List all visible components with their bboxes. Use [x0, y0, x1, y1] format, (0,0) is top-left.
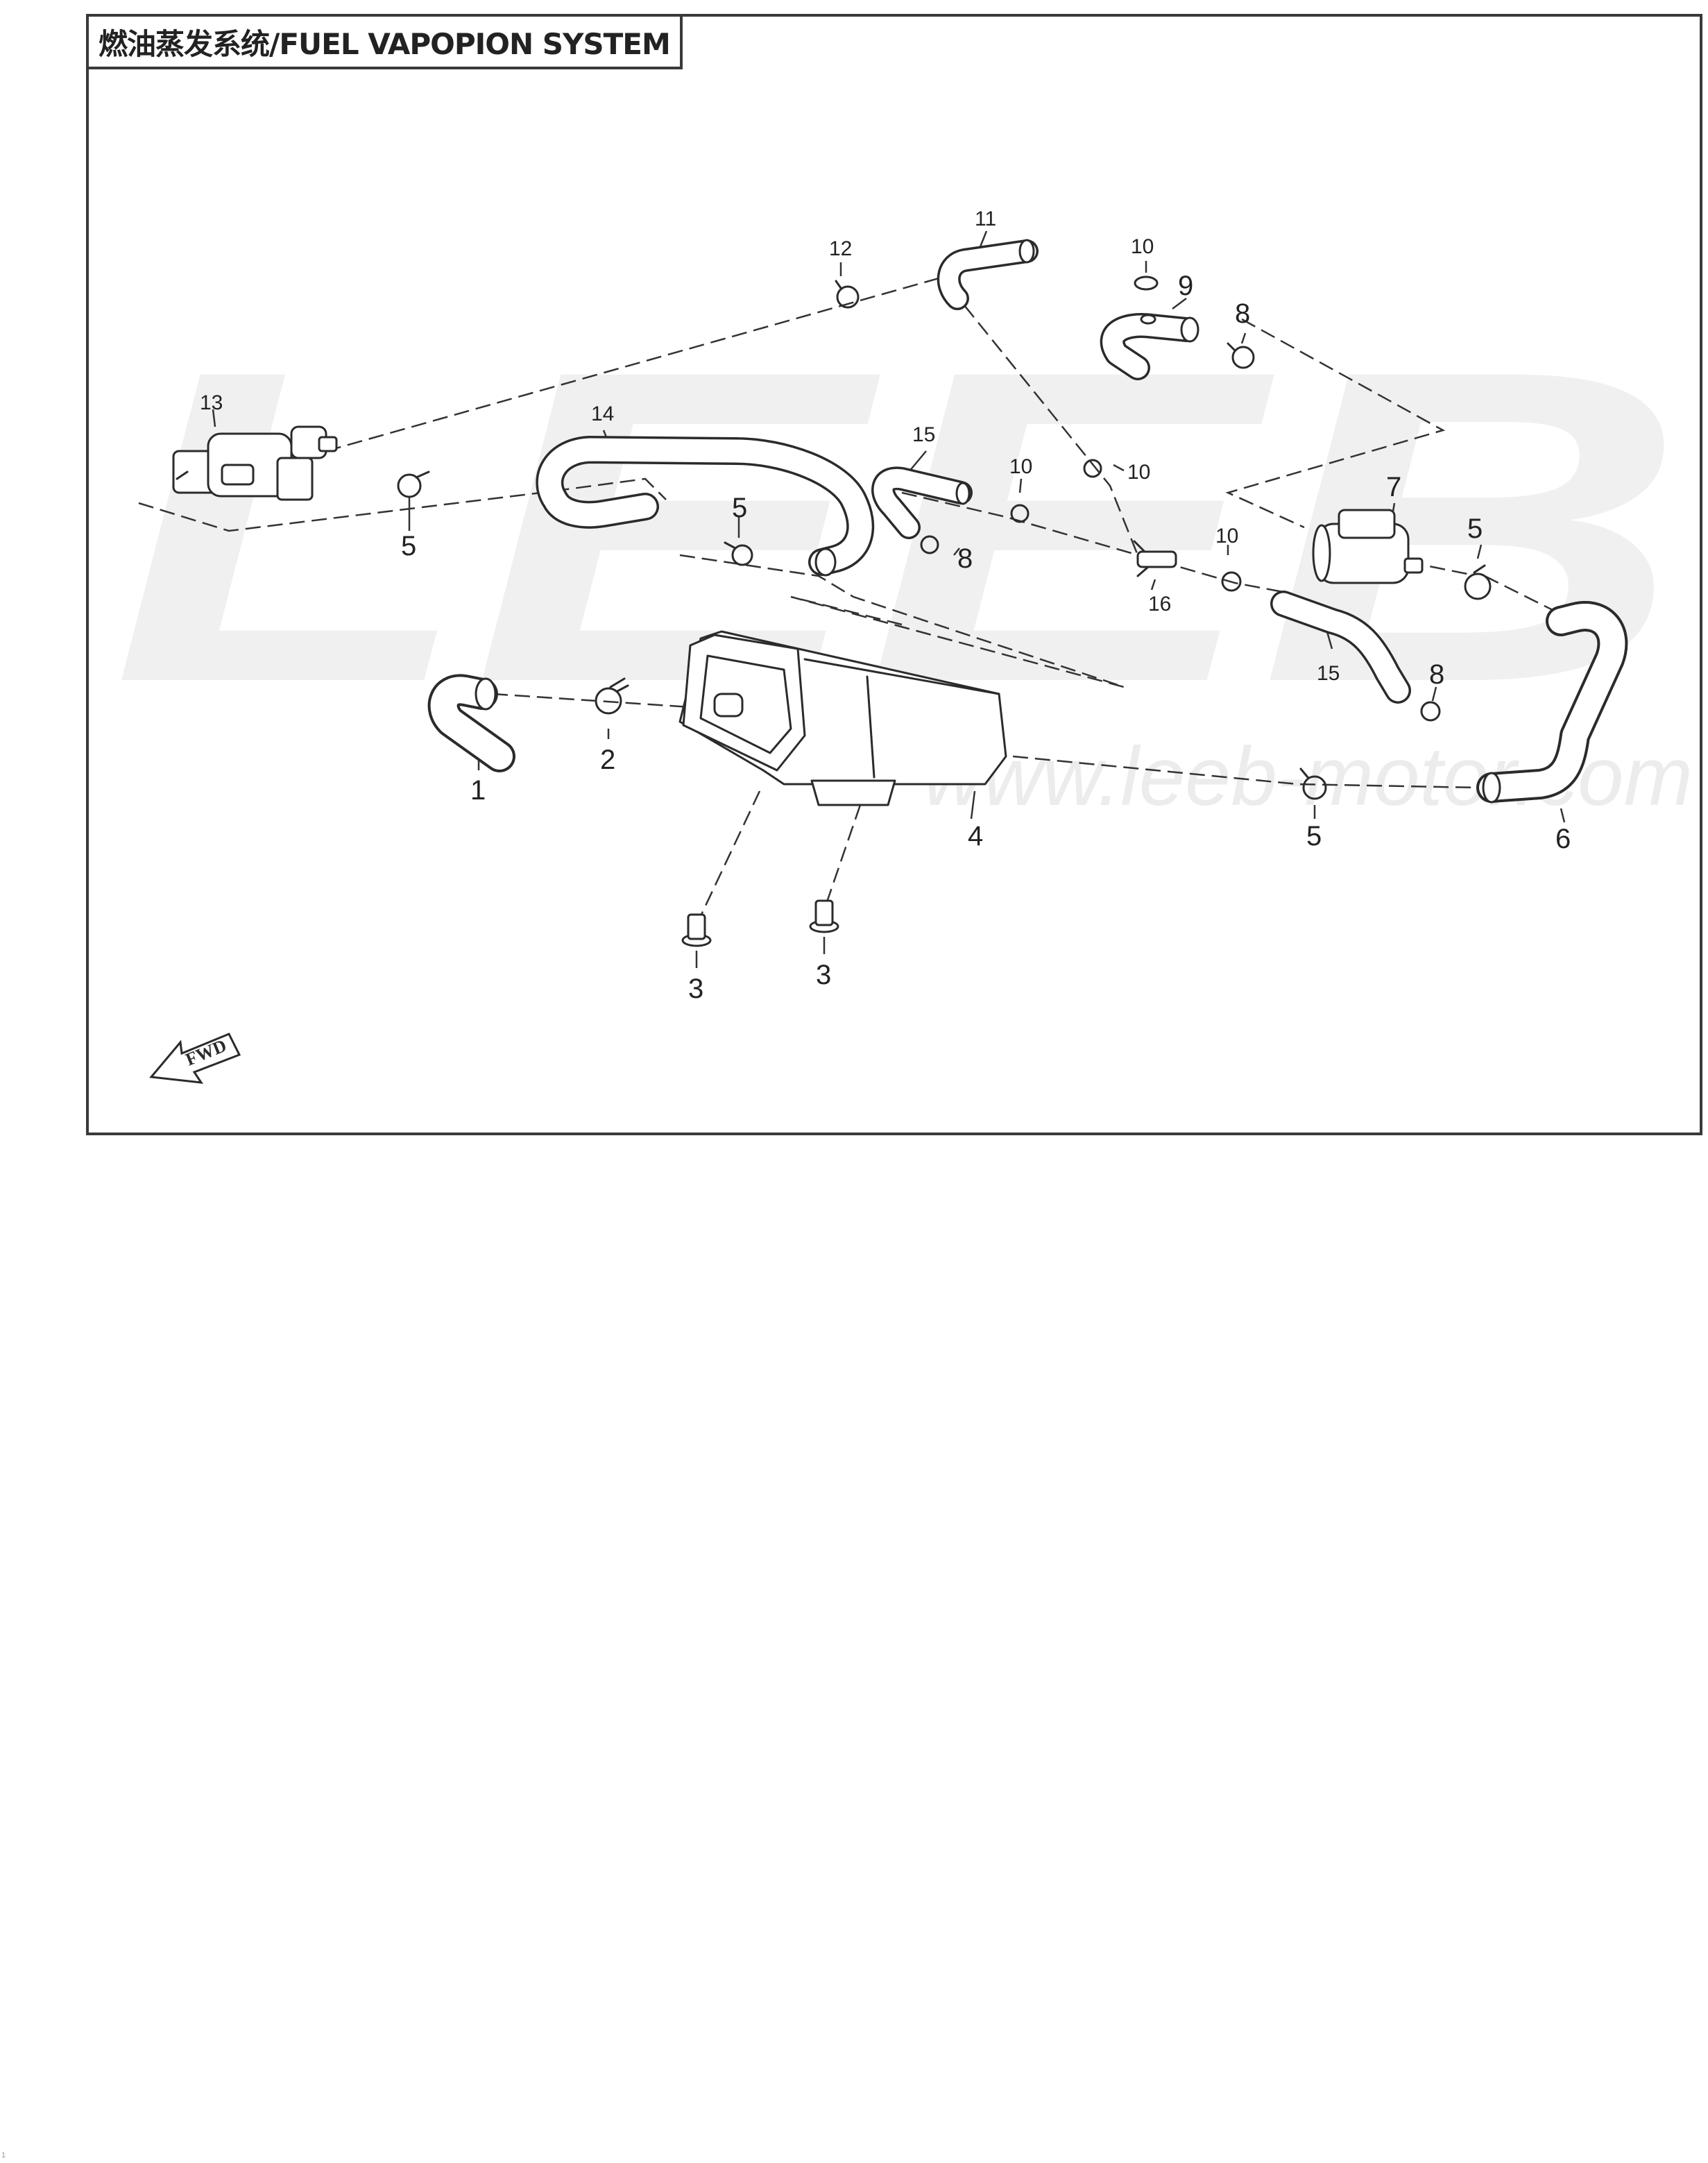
clamp-5d — [1299, 767, 1327, 800]
hose-1 — [427, 674, 515, 772]
callout-13: 13 — [200, 391, 223, 414]
parts — [172, 239, 1628, 947]
callout-5b: 5 — [732, 493, 747, 523]
callout-8a: 8 — [1235, 298, 1250, 329]
callout-3a: 3 — [688, 974, 703, 1004]
callout-8c: 8 — [1429, 659, 1444, 690]
assembly-lines — [138, 266, 1582, 917]
callout-12: 12 — [829, 237, 852, 260]
fwd-arrow-icon: FWD — [149, 1033, 241, 1084]
line-4-to-screw-a — [699, 790, 761, 917]
screw-3a — [681, 913, 712, 947]
clamp-12 — [835, 280, 860, 309]
callout-5a: 5 — [401, 531, 416, 561]
page-number: 1 — [1, 2151, 6, 2160]
callout-14: 14 — [591, 402, 614, 425]
callout-10b: 10 — [1127, 461, 1150, 484]
callout-7: 7 — [1386, 472, 1401, 502]
callout-4: 4 — [968, 821, 983, 851]
callout-2: 2 — [600, 745, 615, 775]
callout-10d: 10 — [1215, 525, 1238, 548]
line-14-lower — [679, 554, 1125, 688]
callout-9: 9 — [1178, 271, 1193, 301]
clamp-2 — [595, 677, 629, 715]
line-4-to-6 — [1012, 755, 1478, 789]
line-15-chain — [901, 491, 1291, 595]
clamp-8a — [1227, 342, 1255, 369]
screw-3b — [809, 899, 839, 933]
line-1-to-4 — [492, 693, 701, 709]
hose-11 — [937, 239, 1039, 310]
hose-15-upper — [871, 466, 973, 539]
callout-3b: 3 — [816, 960, 831, 990]
clamp-5a — [397, 470, 430, 498]
callout-10a: 10 — [1131, 235, 1154, 258]
line-8-to-7 — [1225, 318, 1446, 529]
canister-4 — [678, 630, 1007, 806]
clamp-5c — [1464, 564, 1492, 600]
callout-6: 6 — [1555, 824, 1571, 854]
line-11-to-16 — [964, 305, 1139, 556]
callout-15a: 15 — [912, 423, 935, 446]
check-valve-7 — [1312, 509, 1424, 584]
callout-5d: 5 — [1306, 821, 1322, 851]
line-4-to-screw-b — [821, 804, 862, 917]
callout-16: 16 — [1148, 593, 1171, 616]
clamp-10a — [1134, 275, 1159, 291]
clamp-5b — [724, 541, 753, 566]
leader-lines — [212, 230, 1566, 968]
purge-valve-13 — [172, 425, 338, 501]
tee-16 — [1133, 540, 1177, 577]
callout-1: 1 — [470, 775, 486, 806]
title-box: 燃油蒸发系统/FUEL VAPOPION SYSTEM — [86, 14, 683, 69]
hose-6 — [1476, 601, 1628, 804]
clamp-10d — [1221, 571, 1242, 592]
clamp-8c — [1420, 701, 1441, 722]
hose-15-lower — [1270, 591, 1411, 704]
diagram-frame — [86, 14, 1702, 1135]
callouts: 1 2 3 3 4 5 5 5 5 6 7 8 8 8 9 10 10 10 1… — [200, 207, 1571, 1004]
callout-5c: 5 — [1467, 514, 1483, 544]
line-13-to-11 — [325, 266, 979, 452]
page-title: 燃油蒸发系统/FUEL VAPOPION SYSTEM — [99, 26, 671, 61]
clamp-10b — [1083, 459, 1102, 478]
callout-10c: 10 — [1009, 455, 1032, 478]
clamp-10c — [1010, 504, 1030, 523]
callout-11: 11 — [975, 207, 996, 230]
hose-14 — [536, 436, 875, 577]
hose-9 — [1100, 313, 1199, 380]
callout-15b: 15 — [1317, 662, 1340, 685]
callout-8b: 8 — [957, 543, 973, 574]
clamp-8b — [920, 535, 939, 554]
